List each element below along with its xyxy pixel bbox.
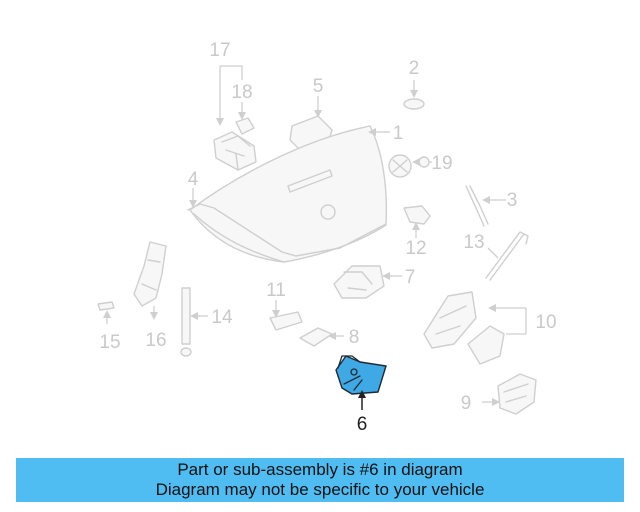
part-17-bracket (216, 65, 243, 126)
info-banner: Part or sub-assembly is #6 in diagram Di… (16, 458, 624, 502)
part-13-rod (485, 231, 529, 281)
part-18-bulb (235, 102, 255, 135)
part-1-trunk-lid (187, 125, 390, 263)
callout-5: 5 (313, 76, 324, 97)
callout-17: 17 (209, 40, 230, 61)
callout-1: 1 (393, 123, 404, 144)
part-16-hinge-arm (133, 241, 167, 320)
part-9-motor (482, 373, 537, 415)
part-11-fastener (269, 300, 303, 331)
part-4-leader (189, 188, 197, 208)
part-12-bumper (403, 205, 431, 238)
callout-19: 19 (431, 153, 452, 174)
callout-4: 4 (188, 169, 199, 190)
callout-11: 11 (266, 280, 286, 301)
callout-3: 3 (507, 190, 518, 211)
part-14-strut (180, 287, 208, 357)
part-6-latch-highlighted[interactable] (335, 355, 387, 410)
callout-9: 9 (461, 393, 472, 414)
callout-7: 7 (405, 267, 416, 288)
part-7-hinge (333, 265, 402, 299)
callout-12: 12 (405, 238, 426, 259)
parts-diagram: 17 18 5 2 1 19 4 3 12 13 7 11 14 15 16 8… (97, 40, 557, 435)
part-19-emblem (388, 154, 432, 178)
callout-15: 15 (99, 332, 120, 353)
part-8-label (299, 327, 344, 347)
callout-2: 2 (409, 58, 420, 79)
banner-line-disclaimer: Diagram may not be specific to your vehi… (155, 480, 485, 499)
callout-8: 8 (349, 327, 360, 348)
part-10-hinge-assembly (423, 291, 527, 365)
callout-14: 14 (211, 307, 233, 328)
callout-6[interactable]: 6 (357, 414, 368, 435)
banner-line-part-number: Part or sub-assembly is #6 in diagram (177, 460, 463, 479)
callout-16: 16 (145, 330, 166, 351)
callout-18: 18 (231, 82, 252, 103)
callout-13: 13 (463, 232, 484, 253)
callout-10: 10 (535, 312, 556, 333)
part-3-strip (465, 185, 506, 227)
part-2-plug (403, 80, 425, 110)
part-17-latch-body (213, 131, 257, 171)
part-15-pin (97, 301, 115, 324)
